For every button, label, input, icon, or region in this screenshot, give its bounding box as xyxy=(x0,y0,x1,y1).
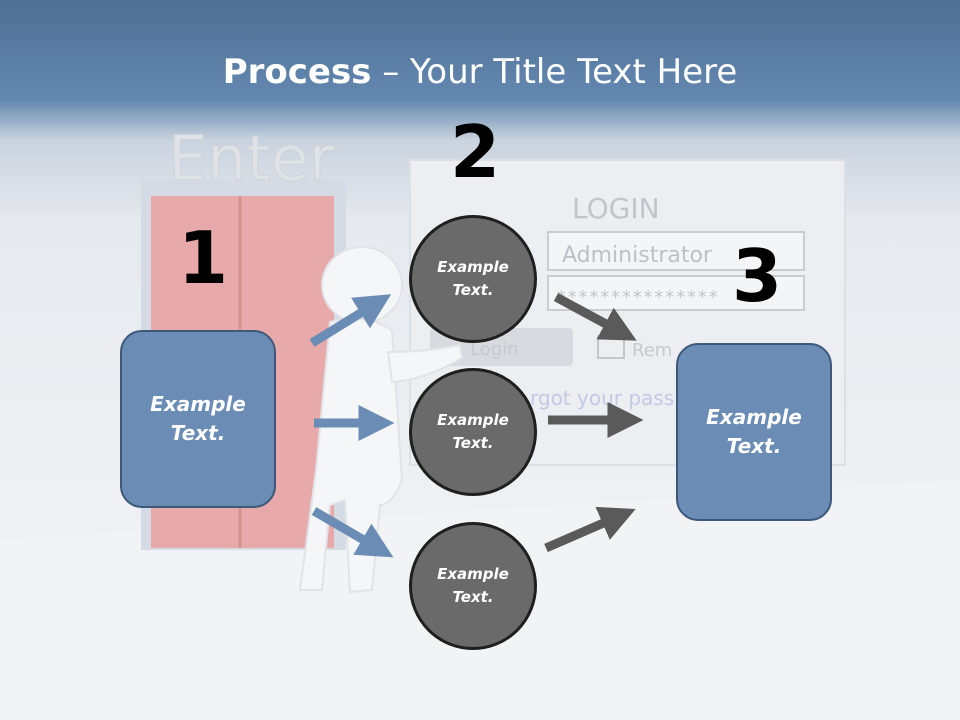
right-example-box: Example Text. xyxy=(676,343,832,521)
figure xyxy=(298,246,464,594)
circle-1-line2: Text. xyxy=(452,281,494,299)
circle-3-line2: Text. xyxy=(452,588,494,606)
title-bold: Process xyxy=(222,52,372,92)
password-field xyxy=(547,275,805,311)
forgot-link: rgot your pass xyxy=(530,386,674,410)
title-rest: – Your Title Text Here xyxy=(371,52,738,92)
circle-2-line2: Text. xyxy=(452,434,494,452)
circle-step-3: Example Text. xyxy=(409,522,537,650)
circle-1-line1: Example xyxy=(437,258,509,276)
right-box-text: Example Text. xyxy=(706,403,802,461)
step-number-3: 3 xyxy=(732,234,783,318)
username-field xyxy=(547,231,805,271)
arrow-circle-3-to-box xyxy=(544,506,636,553)
right-box-line2: Text. xyxy=(726,434,782,458)
arrow-circle-1-to-box xyxy=(553,293,637,341)
circle-step-2: Example Text. xyxy=(409,368,537,496)
right-box-line1: Example xyxy=(706,405,802,429)
arrow-to-circle-3 xyxy=(311,507,394,558)
circle-step-1: Example Text. xyxy=(409,215,537,343)
login-button-label: Login xyxy=(470,339,519,360)
left-box-line2: Text. xyxy=(170,421,226,445)
left-box-line1: Example xyxy=(150,392,246,416)
step-number-1: 1 xyxy=(178,216,229,300)
login-heading: LOGIN xyxy=(572,192,660,225)
page-title: Process – Your Title Text Here xyxy=(0,52,960,92)
circle-2-line1: Example xyxy=(437,411,509,429)
step-number-2: 2 xyxy=(450,110,501,194)
enter-sign: Enter xyxy=(168,122,335,195)
password-mask: *************** xyxy=(556,287,719,308)
username-value: Administrator xyxy=(562,243,713,268)
left-example-box: Example Text. xyxy=(120,330,276,508)
arrow-to-circle-1 xyxy=(309,294,392,347)
remember-label: Rem xyxy=(632,340,672,361)
circle-3-line1: Example xyxy=(437,565,509,583)
left-box-text: Example Text. xyxy=(150,390,246,448)
